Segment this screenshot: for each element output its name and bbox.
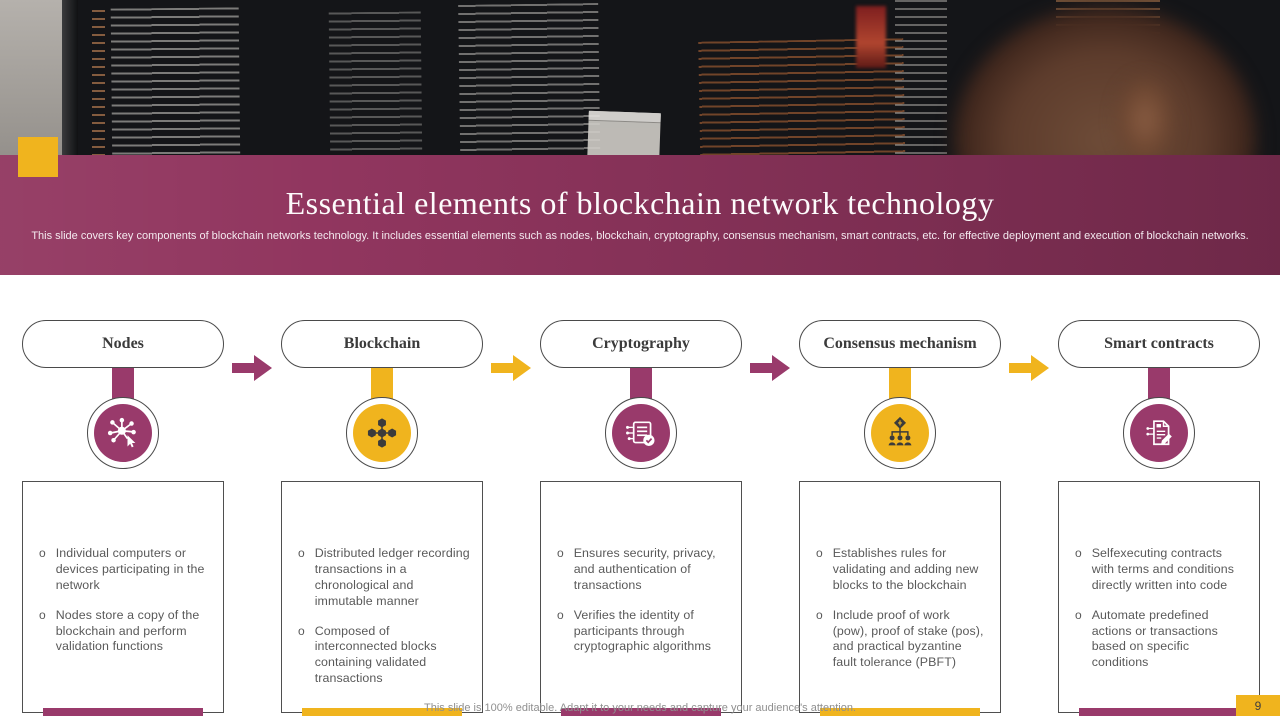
icon-circle bbox=[605, 397, 677, 469]
pill-label: Cryptography bbox=[592, 335, 690, 352]
bullet-item: o Automate predefined actions or transac… bbox=[1075, 607, 1218, 670]
bullet-item: o Nodes store a copy of the blockchain a… bbox=[39, 607, 200, 654]
contract-signature-icon bbox=[1130, 404, 1188, 462]
bullet-item: o Verifies the identity of participants … bbox=[557, 607, 712, 654]
accent-bar bbox=[561, 708, 721, 716]
accent-bar bbox=[820, 708, 980, 716]
title-banner: Essential elements of blockchain network… bbox=[0, 155, 1280, 275]
pill-label: Blockchain bbox=[343, 335, 421, 352]
bullet-item: o Include proof of work (pow), proof of … bbox=[816, 607, 984, 670]
highlighted-code-block bbox=[856, 6, 886, 68]
linked-blocks-icon bbox=[353, 404, 411, 462]
accent-bar bbox=[1079, 708, 1239, 716]
bullet-marker: o bbox=[1075, 607, 1082, 622]
description-box: o Distributed ledger recording transacti… bbox=[281, 481, 483, 716]
editable-note: This slide is 100% editable. Adapt it to… bbox=[424, 702, 856, 714]
pill-label: Smart contracts bbox=[1104, 335, 1214, 352]
icon-circle bbox=[346, 397, 418, 469]
next-arrow-icon bbox=[750, 355, 790, 381]
bullet-marker: o bbox=[298, 623, 305, 638]
column-smart-contracts: Smart contracts bbox=[1058, 320, 1260, 716]
connector-stem bbox=[112, 366, 134, 404]
page-subtitle: This slide covers key components of bloc… bbox=[31, 230, 1249, 243]
bullet-marker: o bbox=[39, 607, 46, 622]
pill-smart-contracts: Smart contracts bbox=[1058, 320, 1260, 368]
bullet-marker: o bbox=[39, 546, 46, 560]
column-cryptography: Cryptography bbox=[540, 320, 790, 716]
bullet-marker: o bbox=[298, 546, 305, 560]
pill-label: Nodes bbox=[102, 335, 144, 352]
bullet-marker: o bbox=[557, 607, 564, 622]
pill-cryptography: Cryptography bbox=[540, 320, 742, 368]
network-nodes-icon bbox=[94, 404, 152, 462]
pill-label: Consensus mechanism bbox=[823, 335, 977, 352]
elements-row: Nodes bbox=[22, 320, 1260, 716]
bullet-item: o Establishes rules for validating and a… bbox=[816, 546, 979, 592]
description-box: o Individual computers or devices partic… bbox=[22, 481, 224, 716]
page-number-badge: 9 bbox=[1236, 695, 1280, 716]
icon-circle bbox=[1123, 397, 1195, 469]
icon-circle bbox=[87, 397, 159, 469]
connector-stem bbox=[889, 366, 911, 404]
next-arrow-icon bbox=[1009, 355, 1049, 381]
bullet-marker: o bbox=[1075, 546, 1082, 560]
bullet-item: o Selfexecuting contracts with terms and… bbox=[1075, 546, 1234, 592]
accent-bar bbox=[43, 708, 203, 716]
page-title: Essential elements of blockchain network… bbox=[285, 185, 995, 222]
bullet-marker: o bbox=[816, 607, 823, 622]
bullet-item: o Individual computers or devices partic… bbox=[39, 546, 205, 592]
description-box: o Establishes rules for validating and a… bbox=[799, 481, 1001, 716]
description-box: o Selfexecuting contracts with terms and… bbox=[1058, 481, 1260, 716]
bullet-marker: o bbox=[557, 546, 564, 560]
column-consensus-mechanism: Consensus mechanism bbox=[799, 320, 1049, 716]
bullet-item: o Distributed ledger recording transacti… bbox=[298, 546, 470, 608]
hero-photo: Essential elements of blockchain network… bbox=[0, 0, 1280, 275]
next-arrow-icon bbox=[491, 355, 531, 381]
bullet-item: o Composed of interconnected blocks cont… bbox=[298, 623, 437, 686]
next-arrow-icon bbox=[232, 355, 272, 381]
column-nodes: Nodes bbox=[22, 320, 272, 716]
bullet-item: o Ensures security, privacy, and authent… bbox=[557, 546, 716, 592]
bullet-marker: o bbox=[816, 546, 823, 560]
accent-square bbox=[18, 137, 58, 177]
column-blockchain: Blockchain bbox=[281, 320, 531, 716]
pill-blockchain: Blockchain bbox=[281, 320, 483, 368]
connector-stem bbox=[371, 366, 393, 404]
description-box: o Ensures security, privacy, and authent… bbox=[540, 481, 742, 716]
icon-circle bbox=[864, 397, 936, 469]
encrypted-ledger-icon bbox=[612, 404, 670, 462]
connector-stem bbox=[630, 366, 652, 404]
pill-nodes: Nodes bbox=[22, 320, 224, 368]
connector-stem bbox=[1148, 366, 1170, 404]
pill-consensus-mechanism: Consensus mechanism bbox=[799, 320, 1001, 368]
hierarchy-people-icon bbox=[871, 404, 929, 462]
accent-bar bbox=[302, 708, 462, 716]
